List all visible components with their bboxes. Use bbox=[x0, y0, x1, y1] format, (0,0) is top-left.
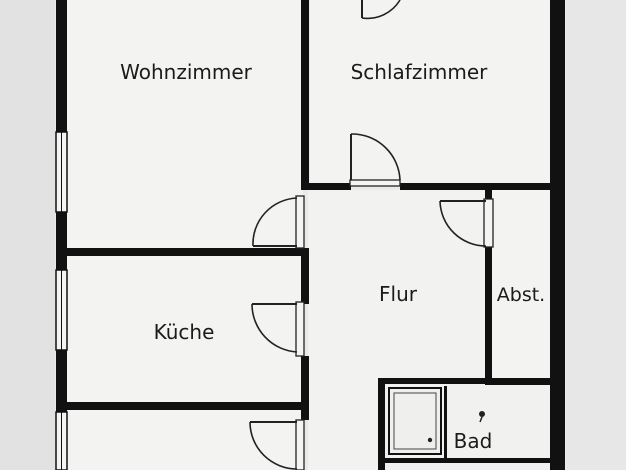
left-margin-shadow bbox=[0, 0, 55, 470]
label-abstellraum: Abst. bbox=[497, 284, 545, 306]
room-abstellraum bbox=[492, 190, 553, 378]
room-schlafzimmer bbox=[310, 0, 553, 183]
bad-partition bbox=[444, 386, 447, 458]
window-wohnzimmer bbox=[55, 131, 68, 213]
wall-flur-abstellraum-upper bbox=[485, 190, 492, 200]
outer-wall-left-mid bbox=[56, 212, 67, 270]
door-schlafzimmer-flur bbox=[349, 133, 401, 187]
label-flur: Flur bbox=[379, 282, 418, 306]
window-kueche bbox=[55, 269, 68, 351]
door-schlafzimmer-top bbox=[361, 0, 401, 20]
window-bottom-left bbox=[55, 411, 68, 470]
wall-bad-left bbox=[378, 378, 385, 470]
wall-flur-left-mid bbox=[301, 356, 309, 420]
room-wohnzimmer bbox=[67, 0, 303, 250]
wall-flur-left-upper bbox=[301, 248, 309, 304]
bad-drain bbox=[479, 411, 485, 423]
outer-wall-right bbox=[550, 0, 565, 470]
wall-schlafzimmer-bottom-right bbox=[400, 183, 552, 190]
wall-flur-abstellraum-lower bbox=[485, 246, 492, 381]
label-bad: Bad bbox=[454, 429, 493, 453]
label-schlafzimmer: Schlafzimmer bbox=[351, 60, 489, 84]
door-wohnzimmer-flur bbox=[252, 195, 305, 249]
wall-abstellraum-bottom bbox=[485, 378, 553, 385]
outer-wall-left-lower bbox=[56, 350, 67, 412]
label-kueche: Küche bbox=[154, 320, 215, 344]
outer-wall-left-upper bbox=[56, 0, 67, 132]
wall-wohnzimmer-schlafzimmer bbox=[301, 0, 309, 186]
door-bottom-left-flur bbox=[249, 419, 305, 470]
wall-bad-top bbox=[378, 378, 488, 384]
wall-wohnzimmer-kueche bbox=[67, 248, 305, 256]
wall-schlafzimmer-bottom-left bbox=[301, 183, 351, 190]
door-abstellraum-flur bbox=[439, 198, 494, 248]
label-wohnzimmer: Wohnzimmer bbox=[120, 60, 253, 84]
room-kueche bbox=[67, 256, 303, 404]
wall-kueche-bottom bbox=[67, 402, 305, 410]
right-margin bbox=[567, 0, 626, 470]
bathtub bbox=[388, 387, 442, 455]
door-kueche-flur bbox=[251, 301, 305, 357]
room-bottom-left bbox=[67, 410, 303, 470]
wall-bottom-strip bbox=[385, 458, 550, 463]
